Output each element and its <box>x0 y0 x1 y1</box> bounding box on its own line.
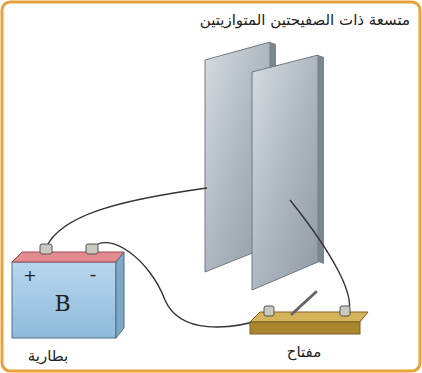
title: متسعة ذات الصفيحتين المتوازيتين <box>200 11 410 29</box>
switch-base <box>250 322 360 334</box>
battery-side <box>116 252 124 338</box>
wire <box>46 188 207 248</box>
battery-body <box>12 262 116 338</box>
plate-edge <box>318 55 324 264</box>
frame <box>2 2 420 371</box>
polarity-sign: - <box>90 263 97 284</box>
part-name: مفتاح <box>287 343 321 361</box>
terminal <box>40 244 52 254</box>
battery-letter: B <box>54 291 70 316</box>
wire <box>290 200 349 316</box>
terminal <box>86 244 98 254</box>
terminal <box>264 306 274 316</box>
battery-top <box>12 252 124 262</box>
part-name: بطارية <box>28 347 69 365</box>
switch-lever <box>292 292 316 314</box>
front-plate <box>252 55 318 290</box>
polarity-sign: + <box>23 266 36 285</box>
terminal <box>340 306 350 316</box>
